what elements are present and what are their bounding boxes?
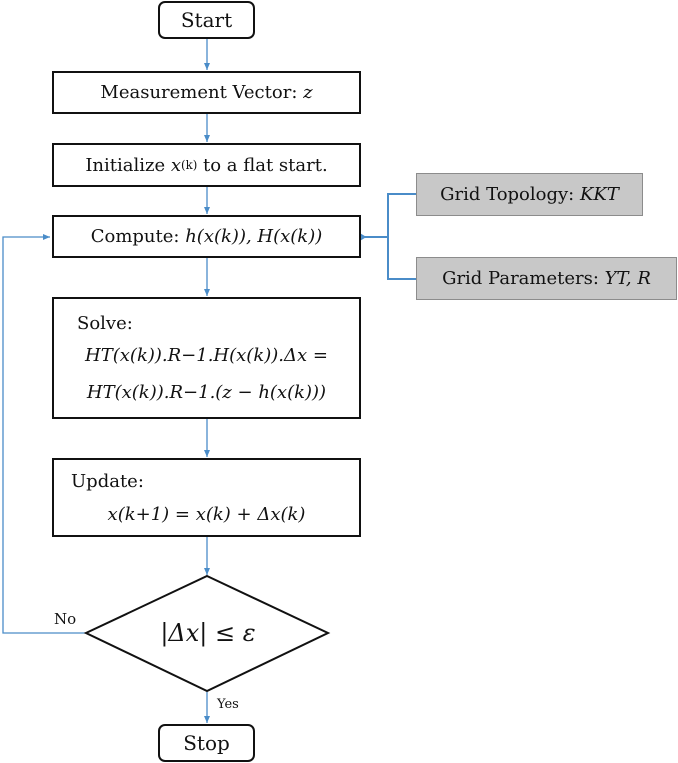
solve-label: Solve:	[77, 313, 133, 334]
grid-parameters-label: Grid Parameters:	[442, 268, 599, 289]
measurement-node: Measurement Vector: z	[52, 71, 361, 114]
solve-line1: HT(x(k)).R−1.H(x(k)).Δx =	[85, 345, 328, 366]
update-label: Update:	[71, 471, 144, 492]
grid-topology-var: KKT	[579, 184, 619, 205]
decision-diamond	[83, 574, 331, 693]
start-node: Start	[158, 1, 255, 39]
initialize-post: to a flat start.	[202, 154, 328, 176]
stop-label: Stop	[183, 731, 230, 755]
initialize-node: Initialize x(k) to a flat start.	[52, 143, 361, 187]
grid-topology-node: Grid Topology: KKT	[416, 173, 643, 216]
start-label: Start	[180, 8, 233, 32]
grid-parameters-var: YT, R	[604, 268, 651, 289]
solve-node: Solve: HT(x(k)).R−1.H(x(k)).Δx = HT(x(k)…	[52, 297, 361, 419]
compute-label: Compute:	[90, 226, 180, 247]
measurement-var: z	[303, 82, 313, 103]
initialize-pre: Initialize	[85, 154, 166, 176]
update-expr: x(k+1) = x(k) + Δx(k)	[107, 504, 306, 525]
yes-edge-label: Yes	[217, 697, 239, 712]
solve-line2: HT(x(k)).R−1.(z − h(x(k)))	[86, 382, 327, 403]
grid-parameters-node: Grid Parameters: YT, R	[416, 257, 677, 300]
update-node: Update: x(k+1) = x(k) + Δx(k)	[52, 458, 361, 537]
grid-topology-label: Grid Topology:	[440, 184, 575, 205]
measurement-label: Measurement Vector:	[100, 82, 298, 103]
arrow-no-loop	[2, 234, 86, 634]
compute-node: Compute: h(x(k)), H(x(k))	[52, 215, 361, 258]
no-edge-label: No	[54, 610, 77, 628]
connector-grid-topology	[387, 193, 416, 280]
decision-label: |Δx| ≤ ε	[108, 613, 308, 653]
compute-expr: h(x(k)), H(x(k))	[185, 226, 323, 247]
initialize-var: x	[170, 154, 182, 176]
initialize-sup: (k)	[181, 158, 198, 172]
stop-node: Stop	[158, 724, 255, 762]
decision-expr: |Δx| ≤ ε	[160, 619, 256, 647]
